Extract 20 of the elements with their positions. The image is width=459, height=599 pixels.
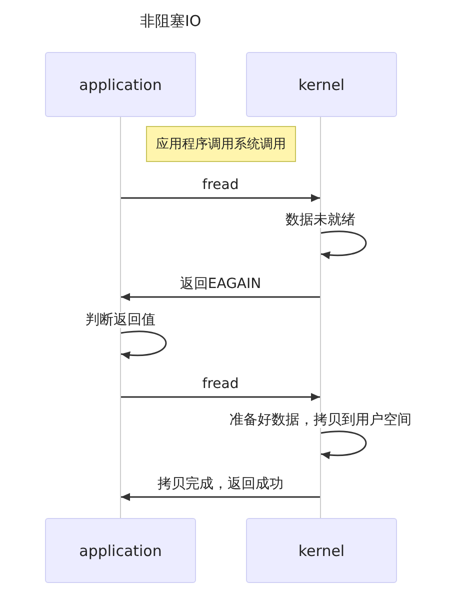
message-arrow	[121, 293, 320, 301]
self-message-arrow	[320, 230, 367, 259]
diagram-title: 非阻塞IO	[140, 12, 202, 31]
message-label: 判断返回值	[84, 312, 156, 328]
participant-box: kernel	[246, 518, 397, 583]
lifeline	[320, 117, 321, 518]
lifeline	[120, 117, 121, 518]
message-arrow	[121, 493, 320, 501]
note-box: 应用程序调用系统调用	[146, 126, 296, 162]
participant-box: application	[45, 52, 196, 117]
message-arrow	[121, 194, 320, 202]
self-message-arrow	[120, 330, 167, 359]
message-label: 拷贝完成，返回成功	[156, 476, 284, 492]
self-message-arrow	[320, 430, 367, 459]
message-arrow	[121, 393, 320, 401]
participant-box: kernel	[246, 52, 397, 117]
message-label: 返回EAGAIN	[178, 276, 262, 292]
message-label: 数据未就绪	[284, 212, 356, 228]
participant-box: application	[45, 518, 196, 583]
message-label: 准备好数据，拷贝到用户空间	[228, 412, 412, 428]
